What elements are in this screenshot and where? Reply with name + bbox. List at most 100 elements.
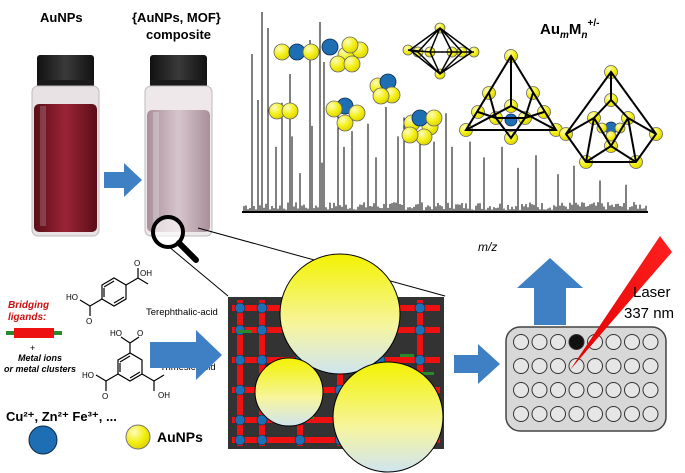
plate-well <box>605 406 622 422</box>
zoom-line-left <box>167 245 229 297</box>
metal-atom <box>504 113 518 127</box>
metal-ion-icon <box>28 425 58 455</box>
label-composite-line2: composite <box>146 27 211 42</box>
arrow-ligands-to-mof <box>150 330 222 380</box>
plate-well <box>531 382 548 398</box>
cluster-illustrations <box>268 22 663 169</box>
gold-particle-icon <box>125 424 151 450</box>
cluster-polyhedron-1 <box>407 26 474 76</box>
plate-well <box>642 382 659 398</box>
label-terephthalic: Terephthalic-acid <box>146 307 218 318</box>
plate-well <box>587 406 603 422</box>
o-2: O <box>86 317 92 326</box>
arrow-up-to-spectrum <box>517 258 583 325</box>
mof-linker-end <box>420 372 434 375</box>
label-aunps-vial: AuNPs <box>40 10 83 25</box>
o-3: O <box>137 329 143 338</box>
gold-atom <box>401 126 419 144</box>
gold-particle-medium <box>332 361 444 473</box>
vial-composite <box>144 55 213 237</box>
maldi-target-plate <box>505 326 667 432</box>
plate-well <box>605 358 622 374</box>
plate-well <box>642 334 659 350</box>
gold-particle-small <box>254 357 324 427</box>
label-cations: Cu²⁺, Zn²⁺ Fe³⁺, ... <box>6 409 117 424</box>
plate-well <box>513 382 529 398</box>
plate-well <box>531 358 548 374</box>
mof-linker-end <box>400 354 414 357</box>
plate-well <box>531 334 548 350</box>
formula-metal: M <box>569 21 582 38</box>
metal-atom <box>321 38 339 56</box>
plate-well <box>550 382 566 398</box>
mof-node <box>234 354 246 366</box>
gold-atom <box>425 109 443 127</box>
plate-well <box>605 334 622 350</box>
plate-well <box>550 358 566 374</box>
formula-cluster: AumMn+/- <box>540 18 599 41</box>
mof-node <box>414 354 426 366</box>
plate-well <box>624 334 640 350</box>
arrow-mof-to-plate <box>454 344 500 384</box>
plate-well <box>624 382 640 398</box>
gold-atom <box>372 87 390 105</box>
plate-well <box>587 358 603 374</box>
ho-3: HO <box>82 371 94 380</box>
axis-label-mz: m/z <box>478 240 497 254</box>
gold-atom <box>348 104 366 122</box>
mof-node <box>256 414 268 426</box>
plate-well <box>605 382 622 398</box>
gold-atom <box>273 43 291 61</box>
gold-particle-large <box>279 253 401 375</box>
label-aunps-legend: AuNPs <box>157 429 203 445</box>
mof-composite <box>228 253 444 473</box>
mof-node <box>234 302 246 314</box>
o-4: O <box>102 392 108 401</box>
mof-node <box>256 434 268 446</box>
mof-node <box>256 324 268 336</box>
plate-well <box>624 358 640 374</box>
mof-node <box>234 384 246 396</box>
plate-well-active <box>568 334 585 350</box>
plate-well <box>513 334 529 350</box>
gold-atom <box>343 55 361 73</box>
ho-2: HO <box>110 329 122 338</box>
label-metal-1: Metal ions <box>18 353 62 363</box>
mof-node <box>256 354 268 366</box>
terephthalic-acid-structure <box>79 268 149 316</box>
plate-well <box>642 406 659 422</box>
label-plus: + <box>30 343 35 353</box>
mof-node <box>256 302 268 314</box>
cluster-polyhedron-2 <box>464 54 558 140</box>
mof-linker <box>237 300 243 446</box>
plate-well <box>568 406 585 422</box>
mof-node <box>234 434 246 446</box>
gold-atom <box>415 128 433 146</box>
plate-well <box>568 358 585 374</box>
label-bridging-2: ligands: <box>8 312 46 323</box>
ho-1: HO <box>66 293 78 302</box>
plate-well <box>624 406 640 422</box>
plate-well <box>513 406 529 422</box>
plate-well <box>550 406 566 422</box>
plate-well <box>531 406 548 422</box>
arrow-vial-to-composite <box>104 163 142 197</box>
plate-well <box>513 358 529 374</box>
gold-atom <box>325 100 343 118</box>
formula-charge: +/- <box>588 18 600 29</box>
plate-well <box>587 382 603 398</box>
vial-aunps <box>31 55 100 237</box>
formula-n: n <box>581 30 587 41</box>
mof-linker-end <box>238 330 252 333</box>
plate-wells <box>513 334 659 422</box>
laser-beam <box>570 236 672 370</box>
formula-m: m <box>560 30 569 41</box>
oh-1: OH <box>140 269 152 278</box>
label-metal-2: or metal clusters <box>4 364 76 374</box>
ligand-rod-icon <box>6 328 62 338</box>
o-1: O <box>134 259 140 268</box>
gold-atom <box>341 36 359 54</box>
oh-2: OH <box>158 391 170 400</box>
mof-node <box>294 434 306 446</box>
formula-au: Au <box>540 21 560 38</box>
